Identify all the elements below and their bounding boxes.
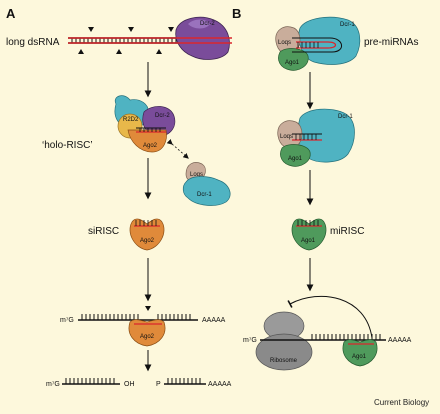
loqs-dcr1-complex: Loqs Dcr-1 — [182, 162, 231, 206]
label-p: P — [156, 381, 161, 388]
dcr1-loqs-ago1-complex: Dcr-1 Loqs Ago1 — [277, 108, 355, 167]
target-mrna-a — [78, 306, 198, 321]
label-ago2: Ago2 — [143, 143, 158, 149]
label-ribosome: Ribosome — [270, 358, 298, 364]
label-m7g-b: m⁷G — [46, 381, 60, 388]
label-loqs-b2: Loqs — [280, 134, 293, 140]
label-sirisc: siRISC — [88, 226, 119, 237]
label-oh: OH — [124, 381, 135, 388]
label-loqs-b1: Loqs — [278, 40, 291, 46]
label-ago1-b1: Ago1 — [285, 60, 300, 66]
label-ago1-d: Ago1 — [352, 354, 367, 360]
pre-mirna-complex: Dcr-1 Loqs Ago1 — [275, 16, 361, 71]
ago2-on-target: Ago2 — [128, 319, 166, 347]
label-r2d2: R2D2 — [123, 117, 139, 123]
label-mirisc: miRISC — [330, 226, 364, 237]
panel-a-letter: A — [6, 6, 16, 21]
label-ago2-b: Ago2 — [140, 238, 155, 244]
label-dcr1-a: Dcr-1 — [197, 192, 212, 198]
label-long-dsrna: long dsRNA — [6, 37, 60, 48]
label-dcr2-top: Dcr-2 — [200, 21, 215, 27]
ribosome: Ribosome — [255, 311, 313, 371]
repression-arrow — [287, 295, 373, 339]
label-ago1-b2: Ago1 — [288, 156, 303, 162]
credit-line: Current Biology — [374, 398, 429, 407]
label-ago1-c: Ago1 — [301, 238, 316, 244]
panel-b-letter: B — [232, 6, 241, 21]
ago1-on-target: Ago1 — [342, 339, 378, 367]
label-loqs-a: Loqs — [190, 172, 203, 178]
label-dcr2: Dcr-2 — [155, 113, 170, 119]
sirisc-complex: Ago2 — [129, 218, 165, 251]
label-pre-mirnas: pre-miRNAs — [364, 37, 418, 48]
target-mrna-b — [260, 334, 386, 341]
label-dcr1-b1: Dcr-1 — [340, 22, 355, 28]
label-m7g-a: m⁷G — [60, 317, 74, 324]
label-m7g-c: m⁷G — [243, 337, 257, 344]
holo-risc-complex: R2D2 Dcr-2 Ago2 — [114, 95, 176, 153]
label-ago2-c: Ago2 — [140, 334, 155, 340]
mirisc-complex: Ago1 — [291, 218, 327, 251]
label-aaaaa-a: AAAAA — [202, 317, 226, 324]
exchange-arrow — [166, 138, 189, 159]
label-dcr1-b2: Dcr-1 — [338, 114, 353, 120]
label-holo-risc: ‘holo-RISC’ — [42, 140, 93, 151]
label-aaaaa-c: AAAAA — [388, 337, 412, 344]
cleaved-fragments — [62, 378, 206, 385]
label-aaaaa-b: AAAAA — [208, 381, 232, 388]
